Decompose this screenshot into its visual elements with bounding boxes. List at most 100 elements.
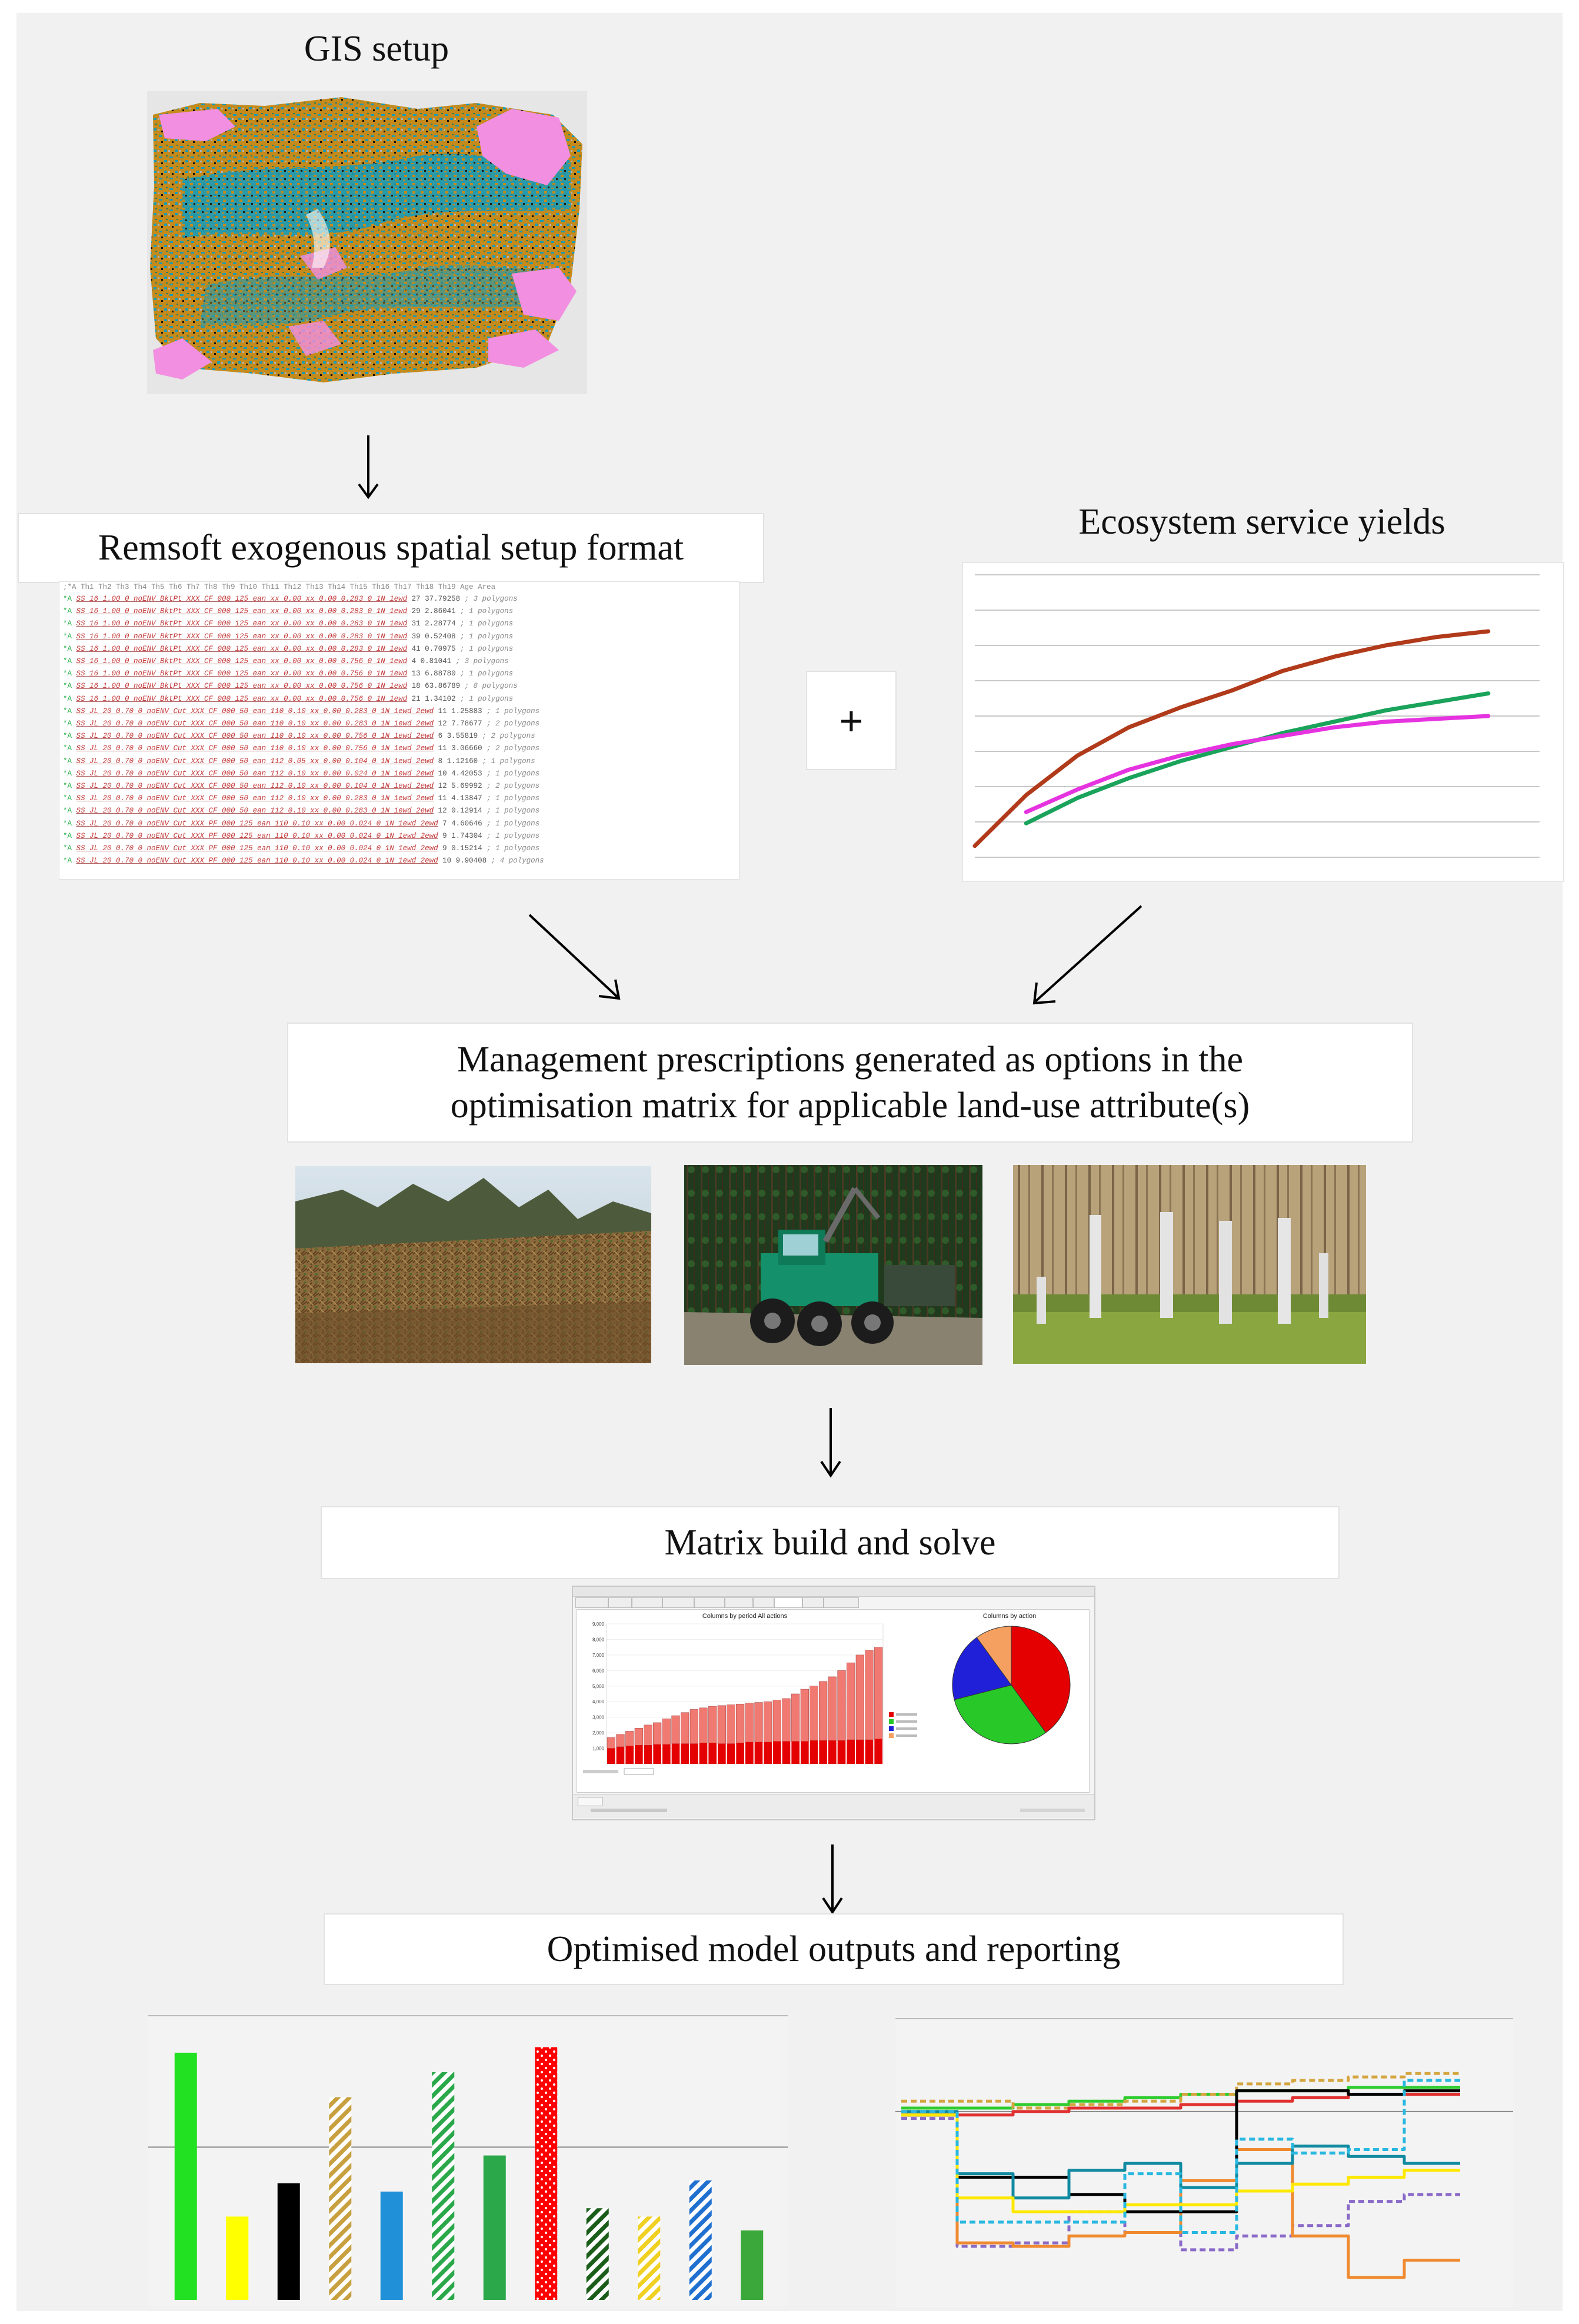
eco-series-line	[972, 629, 1491, 848]
remsoft-cell-star: *A	[63, 607, 76, 616]
matrix-bar-top	[865, 1650, 874, 1740]
matrix-bar-top	[616, 1734, 625, 1747]
matrix-bar-base	[671, 1743, 680, 1764]
remsoft-cell-area: 1.74304	[451, 831, 487, 840]
matrix-ytick-label: 9,000	[592, 1622, 605, 1627]
eco-yields-title: Ecosystem service yields	[1078, 502, 1445, 542]
remsoft-cell-code: SS 16 1.00 0 noENV BktPt XXX CF 000 125 …	[76, 632, 408, 641]
remsoft-cell-code: SS 16 1.00 0 noENV BktPt XXX CF 000 125 …	[76, 682, 408, 691]
remsoft-cell-age: 9	[438, 831, 452, 840]
output-series-line	[901, 2110, 1460, 2200]
remsoft-cell-code: SS 16 1.00 0 noENV BktPt XXX CF 000 125 …	[76, 670, 408, 678]
matrix-bar-top	[745, 1703, 754, 1743]
remsoft-cell-code: SS JL 20 0.70 0 noENV Cut XXX PF 000 125…	[76, 857, 438, 865]
output-bar	[535, 2047, 558, 2300]
matrix-status-line	[591, 1809, 667, 1812]
remsoft-cell-code: SS 16 1.00 0 noENV BktPt XXX CF 000 125 …	[76, 607, 408, 616]
gis-map-image	[150, 97, 582, 382]
matrix-bar-base	[773, 1741, 781, 1764]
remsoft-row: *A SS JL 20 0.70 0 noENV Cut XXX CF 000 …	[63, 707, 539, 715]
matrix-bar-base	[607, 1748, 615, 1764]
remsoft-cell-note: ; 8 polygons	[464, 682, 518, 691]
remsoft-cell-star: *A	[63, 844, 76, 853]
remsoft-row: *A SS JL 20 0.70 0 noENV Cut XXX PF 000 …	[63, 844, 539, 853]
matrix-bar-top	[644, 1724, 652, 1746]
photo-clearfell	[295, 1166, 651, 1363]
remsoft-cell-star: *A	[63, 632, 76, 641]
remsoft-cell-star: *A	[63, 644, 76, 653]
remsoft-cell-note: ; 1 polygons	[487, 807, 540, 815]
remsoft-cell-age: 11	[434, 707, 452, 715]
output-series-line	[901, 2079, 1460, 2234]
remsoft-cell-star: *A	[63, 620, 76, 628]
matrix-bar-base	[754, 1742, 763, 1764]
outputs-box: Optimised model outputs and reporting	[324, 1913, 1344, 1985]
remsoft-row: *A SS JL 20 0.70 0 noENV Cut XXX PF 000 …	[63, 857, 544, 865]
matrix-bar-base	[625, 1746, 634, 1764]
matrix-bar-top	[681, 1712, 689, 1744]
matrix-bar-title: Columns by period All actions	[702, 1613, 788, 1620]
remsoft-cell-area: 9.90408	[455, 857, 491, 865]
remsoft-header-row: ;*A Th1 Th2 Th3 Th4 Th5 Th6 Th7 Th8 Th9 …	[63, 583, 496, 591]
remsoft-cell-area: 2.28774	[425, 620, 461, 628]
matrix-ytick-label: 1,000	[592, 1746, 605, 1752]
output-series-line	[901, 2110, 1460, 2279]
remsoft-cell-age: 10	[438, 857, 456, 865]
matrix-ytick-label: 5,000	[592, 1684, 605, 1689]
remsoft-row: *A SS 16 1.00 0 noENV BktPt XXX CF 000 1…	[63, 682, 518, 690]
plus-label: +	[839, 697, 864, 744]
arrow-down-1	[351, 432, 386, 503]
remsoft-row: *A SS JL 20 0.70 0 noENV Cut XXX PF 000 …	[63, 820, 539, 828]
matrix-pie-slice	[952, 1637, 1012, 1700]
remsoft-cell-code: SS 16 1.00 0 noENV BktPt XXX CF 000 125 …	[76, 694, 408, 703]
remsoft-cell-note: ; 1 polygons	[487, 844, 540, 853]
matrix-bar-top	[828, 1676, 837, 1741]
matrix-bar-base	[616, 1746, 625, 1764]
remsoft-row: *A SS JL 20 0.70 0 noENV Cut XXX CF 000 …	[63, 770, 539, 778]
remsoft-cell-note: ; 1 polygons	[460, 632, 514, 641]
remsoft-cell-star: *A	[63, 595, 76, 603]
matrix-legend-text	[896, 1734, 917, 1737]
matrix-status-right	[1020, 1809, 1085, 1812]
remsoft-row: *A SS JL 20 0.70 0 noENV Cut XXX CF 000 …	[63, 732, 535, 740]
matrix-bar-base	[635, 1745, 643, 1764]
output-bar	[483, 2155, 506, 2300]
remsoft-cell-code: SS 16 1.00 0 noENV BktPt XXX CF 000 125 …	[76, 595, 408, 603]
output-bar	[741, 2230, 764, 2300]
matrix-button[interactable]	[578, 1797, 602, 1806]
output-line-chart	[895, 2018, 1513, 2308]
matrix-pie-title: Columns by action	[983, 1613, 1037, 1620]
remsoft-cell-age: 27	[407, 595, 425, 603]
photo-saplings	[1013, 1165, 1366, 1364]
matrix-bar-top	[699, 1707, 708, 1743]
matrix-pie-slice	[1011, 1626, 1071, 1733]
matrix-bar-base	[874, 1739, 882, 1764]
remsoft-row: *A SS 16 1.00 0 noENV BktPt XXX CF 000 1…	[63, 607, 513, 615]
matrix-pie-slice	[976, 1626, 1012, 1686]
output-bar-svg	[148, 2047, 788, 2300]
matrix-bar-top	[847, 1662, 855, 1740]
remsoft-cell-star: *A	[63, 819, 76, 828]
matrix-bar-base	[736, 1743, 744, 1764]
matrix-bar-base	[681, 1743, 689, 1764]
remsoft-cell-area: 7.78677	[451, 720, 487, 728]
eco-series-line	[1024, 691, 1491, 825]
remsoft-cell-area: 2.86041	[425, 607, 461, 616]
remsoft-cell-star: *A	[63, 670, 76, 678]
management-prescriptions-box: Management prescriptions generated as op…	[287, 1023, 1413, 1143]
matrix-bar-base	[837, 1740, 846, 1764]
remsoft-cell-area: 5.69992	[451, 782, 487, 790]
matrix-bar-top	[671, 1715, 680, 1744]
management-line-2: optimisation matrix for applicable land-…	[450, 1086, 1250, 1126]
matrix-bar-base	[727, 1743, 735, 1764]
remsoft-cell-age: 9	[438, 844, 452, 853]
remsoft-cell-area: 4.60646	[451, 819, 487, 828]
remsoft-format-box: Remsoft exogenous spatial setup format	[18, 513, 764, 583]
remsoft-cell-note: ; 2 polygons	[482, 732, 535, 741]
matrix-bar-top	[634, 1727, 643, 1746]
remsoft-cell-area: 1.34102	[425, 694, 461, 703]
output-bar	[226, 2216, 249, 2300]
remsoft-cell-star: *A	[63, 744, 76, 753]
eco-series-line	[1024, 714, 1491, 814]
matrix-bar-base	[764, 1742, 772, 1764]
